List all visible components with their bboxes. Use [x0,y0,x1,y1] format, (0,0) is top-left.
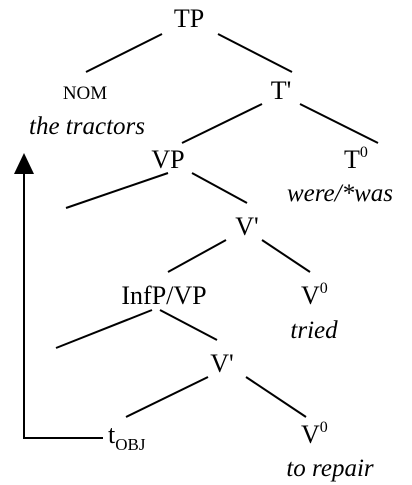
label-subject: the tractors [29,113,145,140]
branch-vp-spec [65,172,169,209]
movement-arrow-line [23,172,103,439]
branch-vp-vbar [191,172,248,204]
label-to-repair: to repair [286,455,374,482]
node-trace: tOBJ [108,420,146,454]
branch-tp-nom [85,33,163,73]
node-t-bar: T' [271,76,292,105]
branch-tbar-thead [299,103,379,144]
node-t-head: T0 [344,144,368,174]
label-aux: were/*was [287,180,393,207]
branch-infp-vbar [159,309,218,341]
node-v-bar-lower: V' [210,349,233,378]
movement-arrow-head [14,153,34,174]
branch-vbar-vhead-lower [245,376,307,418]
node-v-head-upper: V0 [301,280,328,310]
branch-vbar-vhead [261,239,311,273]
branch-tp-tbar [217,33,293,73]
node-v-bar-upper: V' [235,212,258,241]
node-vp: VP [151,145,184,174]
branch-vbar-trace [125,376,209,418]
node-v-head-lower: V0 [301,419,328,449]
branch-tbar-vp [181,103,263,144]
branch-vbar-infp [167,239,227,273]
node-infp: InfP/VP [121,281,206,310]
label-tried: tried [290,317,338,344]
node-nom: NOM [63,83,107,104]
node-tp: TP [174,4,204,33]
branch-infp-spec [55,309,153,349]
